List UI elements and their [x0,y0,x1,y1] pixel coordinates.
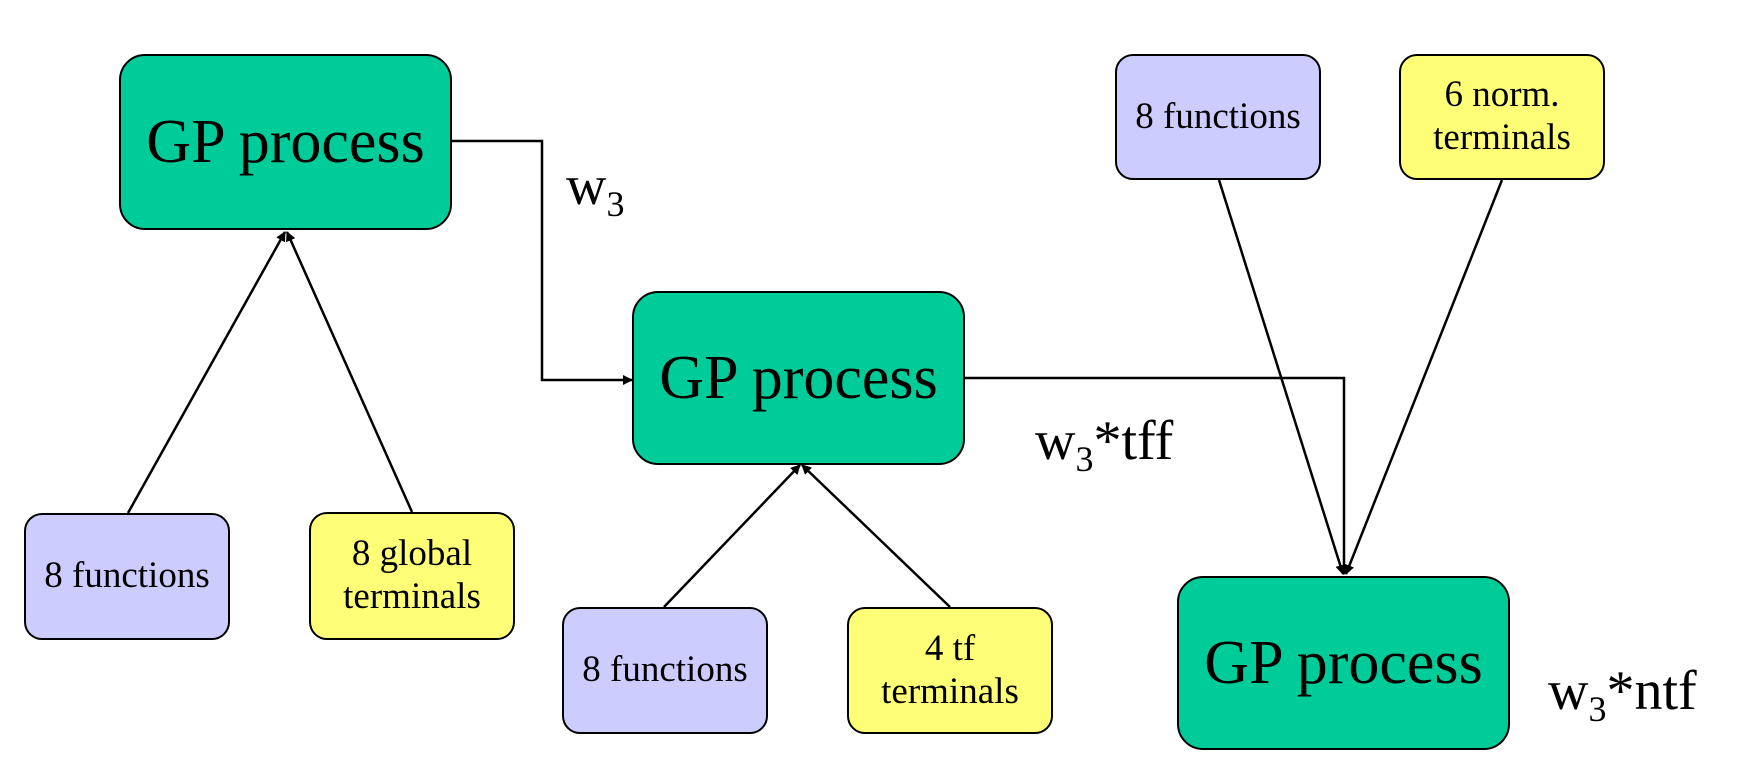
weight-label-w3-ntf-base: w [1548,660,1589,722]
edge-process2-to-process3 [965,376,1349,575]
weight-label-w3-tff-suffix: *tff [1093,410,1174,472]
weight-label-w3-tff: w3*tff [1035,413,1173,477]
functions-node-2-label: 8 functions [582,649,748,691]
edge-term1-to-process1 [285,231,414,513]
gp-process-node-2-label: GP process [659,343,938,412]
gp-process-node-2: GP process [632,291,965,465]
edge-term2-to-process2 [801,464,951,608]
terminals-node-3: 6 norm. terminals [1399,54,1605,180]
functions-node-3-label: 8 functions [1135,95,1301,137]
terminals-node-1: 8 global terminals [309,512,515,640]
weight-label-w3-ntf-suffix: *ntf [1606,660,1697,722]
functions-node-1: 8 functions [24,513,230,640]
weight-label-w3-tff-base: w [1035,410,1076,472]
terminals-node-2: 4 tf terminals [847,607,1053,734]
edge-func2-to-process2 [663,464,801,608]
edge-term3-to-process3 [1344,179,1504,575]
gp-process-node-3-label: GP process [1204,628,1483,697]
terminals-node-1-label: 8 global terminals [343,533,481,617]
edge-process1-to-process2 [450,139,633,385]
gp-process-node-3: GP process [1177,576,1510,750]
functions-node-3: 8 functions [1115,54,1321,180]
functions-node-2: 8 functions [562,607,768,734]
terminals-node-2-label: 4 tf terminals [881,627,1019,712]
weight-label-w3-ntf-subscript: 3 [1588,689,1607,729]
edge-func1-to-process1 [126,231,287,514]
weight-label-w3-tff-subscript: 3 [1075,439,1094,479]
gp-process-node-1-label: GP process [146,107,425,176]
weight-label-w3: w3 [566,158,624,222]
weight-label-w3-subscript: 3 [606,184,625,224]
weight-label-w3-ntf: w3*ntf [1548,663,1697,727]
weight-label-w3-base: w [566,155,607,217]
edge-func3-to-process3 [1217,179,1346,575]
gp-process-node-1: GP process [119,54,452,230]
terminals-node-3-label: 6 norm. terminals [1433,74,1571,158]
functions-node-1-label: 8 functions [44,555,210,597]
